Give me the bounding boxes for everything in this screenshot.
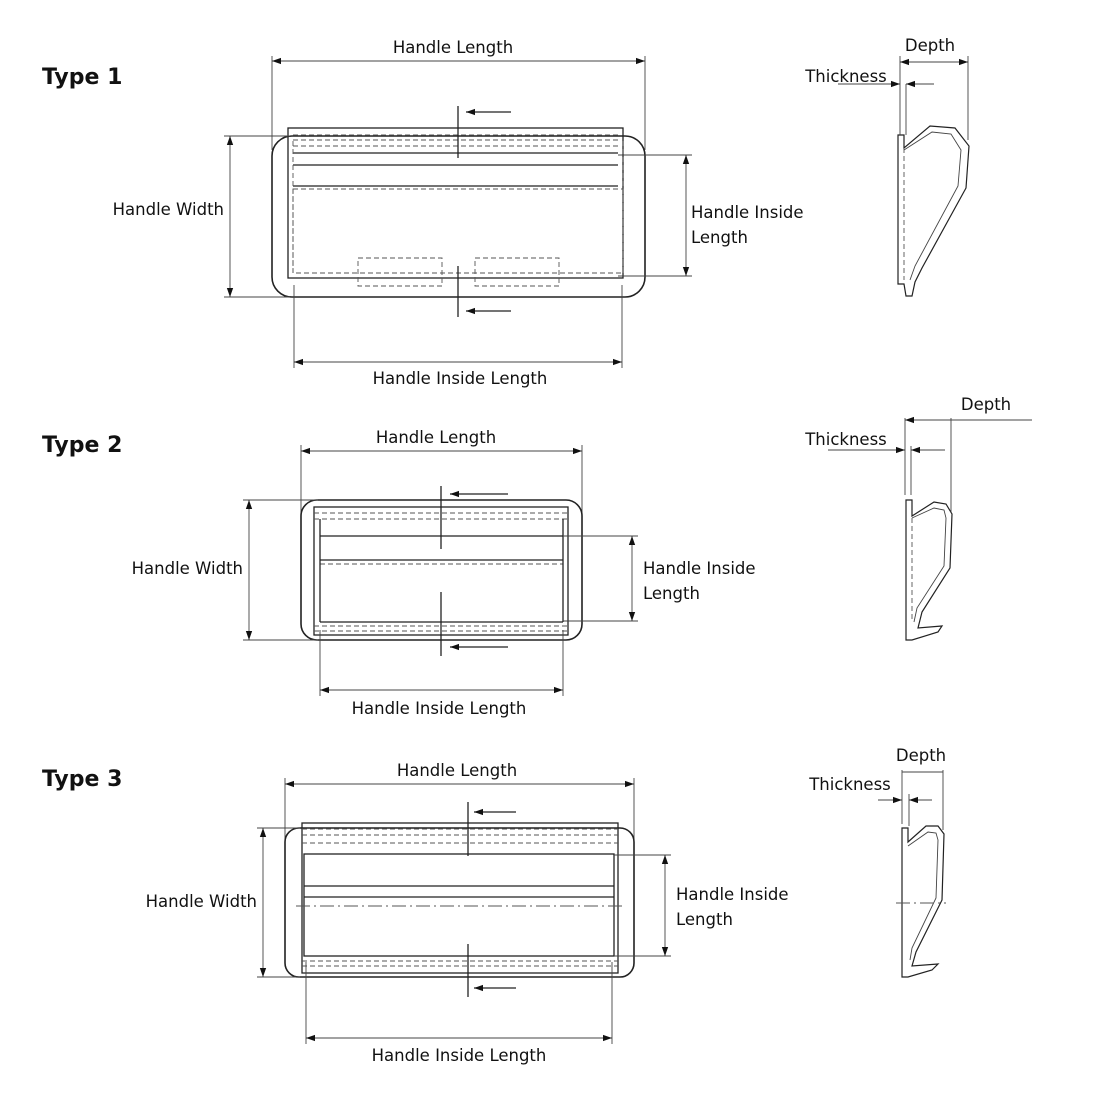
type-2-inside-length-bottom-label: Handle Inside Length bbox=[352, 699, 527, 718]
type-3-inside-length-right-dimension: Handle Inside Length bbox=[614, 854, 789, 957]
type-2-handle-width-label: Handle Width bbox=[132, 559, 243, 578]
type-3-handle-width-dimension: Handle Width bbox=[146, 827, 300, 978]
type-2-front-view bbox=[300, 486, 583, 656]
type-3-handle-length-dimension: Handle Length bbox=[284, 761, 635, 840]
type-3-front-view bbox=[284, 802, 635, 997]
type-1-group: Type 1 Handle Length bbox=[42, 36, 970, 388]
type-1-title: Type 1 bbox=[42, 65, 122, 90]
type-2-handle-length-dimension: Handle Length bbox=[300, 428, 583, 515]
type-1-inside-length-right-label-line1: Handle Inside bbox=[691, 203, 804, 222]
type-1-inside-length-right-label-line2: Length bbox=[691, 228, 748, 247]
type-3-title: Type 3 bbox=[42, 767, 122, 792]
type-3-inside-length-bottom-dimension: Handle Inside Length bbox=[305, 962, 613, 1065]
type-2-handle-width-dimension: Handle Width bbox=[132, 499, 318, 641]
type-1-handle-length-label: Handle Length bbox=[393, 38, 513, 57]
type-1-inside-length-bottom-label: Handle Inside Length bbox=[373, 369, 548, 388]
type-2-inside-length-right-label-line1: Handle Inside bbox=[643, 559, 756, 578]
type-3-handle-length-label: Handle Length bbox=[397, 761, 517, 780]
type-2-side-section: Depth Thickness bbox=[804, 395, 1032, 641]
type-3-inside-length-right-label-line1: Handle Inside bbox=[676, 885, 789, 904]
type-1-inside-length-bottom-dimension: Handle Inside Length bbox=[293, 285, 623, 388]
type-2-title: Type 2 bbox=[42, 433, 122, 458]
type-1-side-section: Depth Thickness bbox=[804, 36, 970, 297]
type-1-handle-width-dimension: Handle Width bbox=[113, 135, 290, 298]
type-2-inside-length-right-label-line2: Length bbox=[643, 584, 700, 603]
type-1-front-view bbox=[271, 106, 646, 317]
type-3-handle-width-label: Handle Width bbox=[146, 892, 257, 911]
type-1-thickness-label: Thickness bbox=[804, 67, 887, 86]
type-1-depth-label: Depth bbox=[905, 36, 955, 55]
type-3-inside-length-right-label-line2: Length bbox=[676, 910, 733, 929]
type-2-inside-length-right-dimension: Handle Inside Length bbox=[563, 535, 756, 622]
type-3-thickness-label: Thickness bbox=[808, 775, 891, 794]
type-1-handle-width-label: Handle Width bbox=[113, 200, 224, 219]
type-3-inside-length-bottom-label: Handle Inside Length bbox=[372, 1046, 547, 1065]
type-2-inside-length-bottom-dimension: Handle Inside Length bbox=[319, 630, 564, 718]
type-2-depth-label: Depth bbox=[961, 395, 1011, 414]
type-3-side-section: Depth Thickness bbox=[808, 746, 946, 978]
type-2-thickness-label: Thickness bbox=[804, 430, 887, 449]
type-1-handle-length-dimension: Handle Length bbox=[271, 38, 646, 150]
type-3-group: Type 3 Handle Length bbox=[42, 746, 946, 1065]
type-1-inside-length-right-dimension: Handle Inside Length bbox=[618, 154, 804, 277]
type-2-group: Type 2 Handle Length bbox=[42, 395, 1032, 718]
type-3-depth-label: Depth bbox=[896, 746, 946, 765]
type-2-handle-length-label: Handle Length bbox=[376, 428, 496, 447]
